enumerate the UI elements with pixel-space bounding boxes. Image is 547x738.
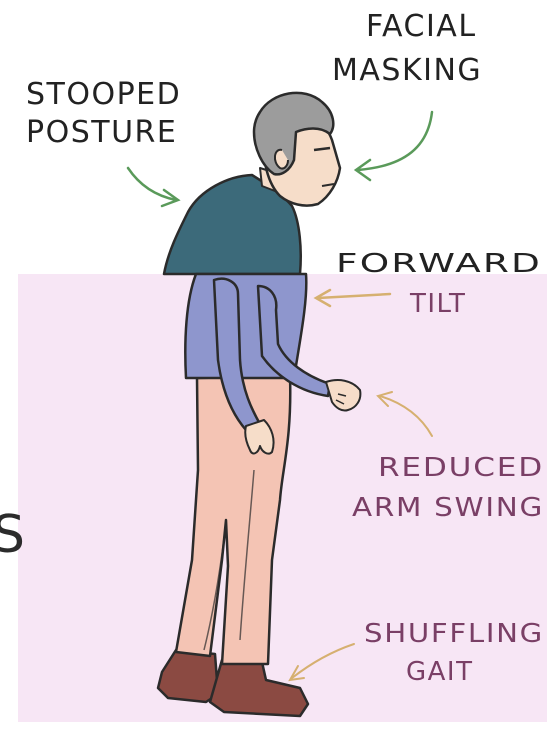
forward-tilt-label-line1: FORWARD bbox=[336, 249, 542, 279]
shuffling-gait-label-line1: SHUFFLING bbox=[364, 619, 544, 649]
facial-masking-label-line1: FACIAL bbox=[366, 9, 477, 44]
stooped-posture-label-line1: STOOPED bbox=[26, 77, 181, 112]
left-edge-fragment: S bbox=[0, 505, 27, 565]
back-hand bbox=[245, 420, 273, 454]
facial-masking-label-line2: MASKING bbox=[332, 53, 482, 88]
forward-tilt-label-line2: TILT bbox=[409, 289, 466, 319]
shuffling-gait-label-line2: GAIT bbox=[406, 657, 473, 687]
stooped-posture-arrow bbox=[128, 168, 176, 200]
reduced-arm-swing-label-line1: REDUCED bbox=[378, 453, 544, 483]
reduced-arm-swing-label-line2: ARM SWING bbox=[352, 493, 544, 523]
stooped-posture-label-line2: POSTURE bbox=[26, 115, 177, 150]
